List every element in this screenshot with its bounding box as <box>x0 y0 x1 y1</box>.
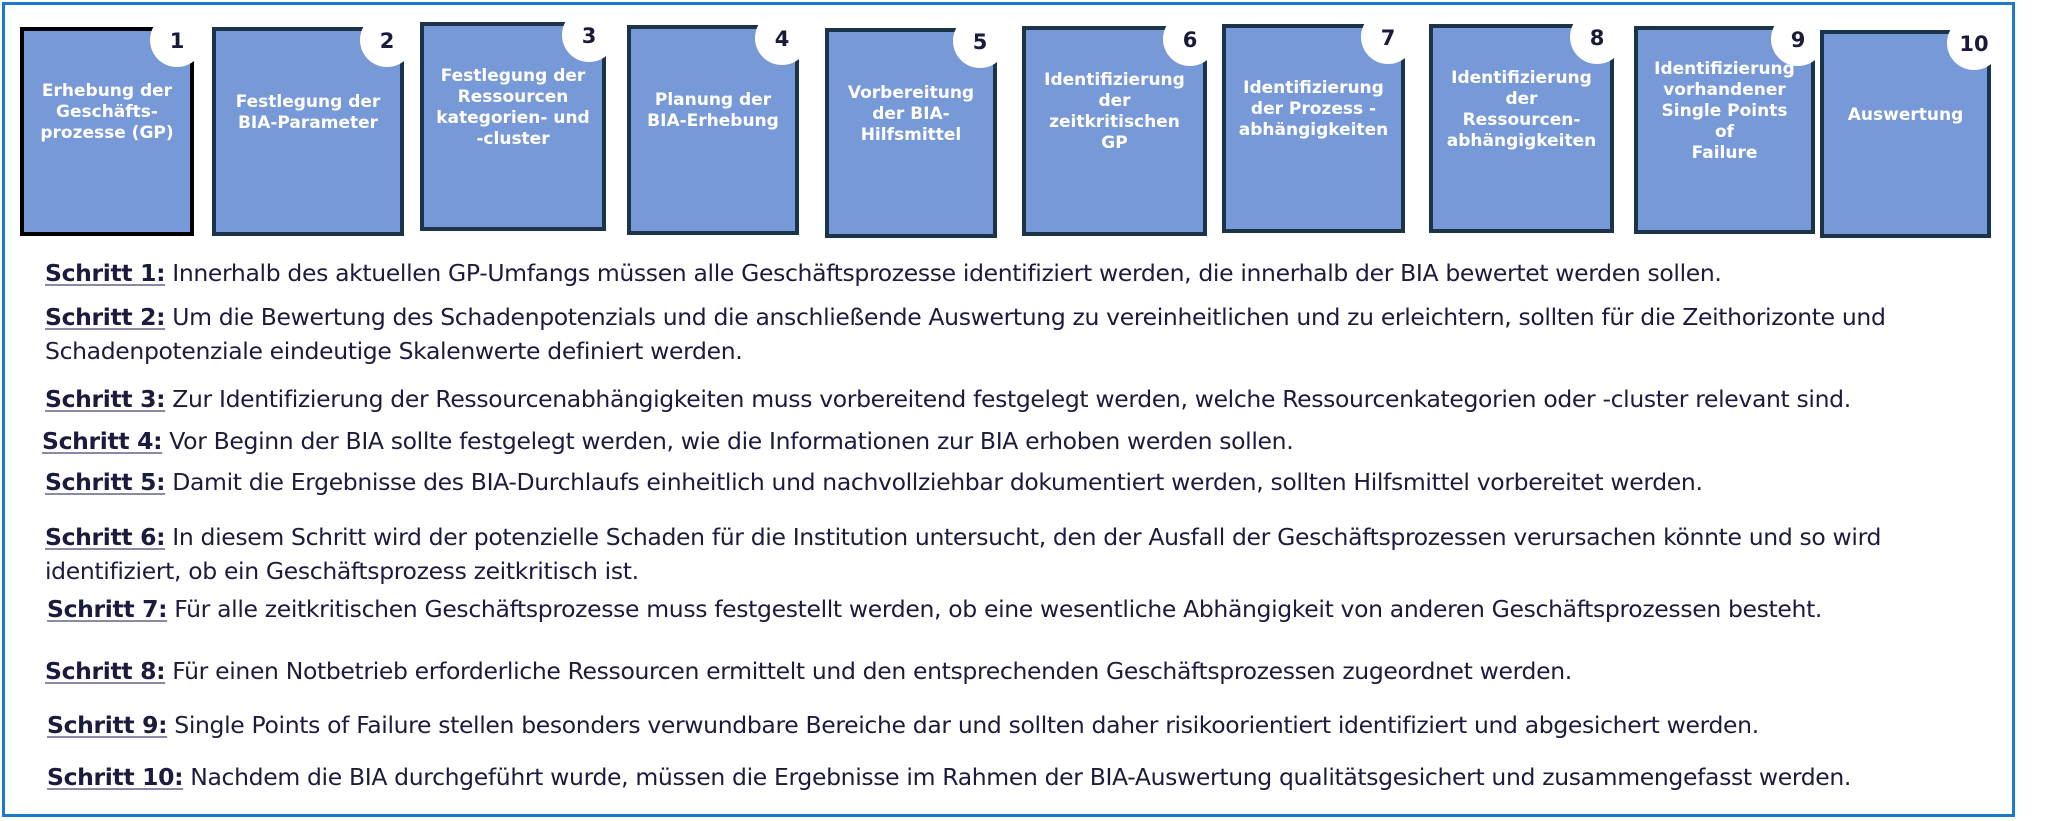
step-text: Um die Bewertung des Schadenpotenzials u… <box>165 303 1886 331</box>
step-text: Für einen Notbetrieb erforderliche Resso… <box>165 657 1572 685</box>
step-description-1: Schritt 1: Innerhalb des aktuellen GP-Um… <box>45 256 1722 290</box>
step-number-badge: 2 <box>360 13 414 67</box>
step-label: Schritt 3: <box>45 385 166 413</box>
step-text: In diesem Schritt wird der potenzielle S… <box>165 523 1882 551</box>
step-number-badge: 1 <box>150 13 204 67</box>
step-number-badge: 6 <box>1163 12 1217 66</box>
step-label: Schritt 7: <box>47 595 168 623</box>
step-text: Single Points of Failure stellen besonde… <box>167 711 1759 739</box>
step-title: Erhebung der Geschäfts- prozesse (GP) <box>40 81 174 143</box>
step-label: Schritt 5: <box>45 468 166 496</box>
step-description-5: Schritt 5: Damit die Ergebnisse des BIA-… <box>45 465 1703 499</box>
step-label: Schritt 8: <box>45 657 166 685</box>
step-box-6: 6 Identifizierung der zeitkritischen GP <box>1022 12 1217 236</box>
step-title: Planung der BIA-Erhebung <box>647 90 779 131</box>
step-box-4: 4 Planung der BIA-Erhebung <box>627 11 809 235</box>
step-box-7: 7 Identifizierung der Prozess - abhängig… <box>1222 10 1415 233</box>
step-title: Auswertung <box>1847 104 1964 125</box>
step-title: Festlegung der Ressourcen kategorien- un… <box>436 65 590 149</box>
step-text: Vor Beginn der BIA sollte festgelegt wer… <box>162 427 1294 455</box>
step-title: Identifizierung vorhandener Single Point… <box>1654 58 1795 163</box>
step-label: Schritt 6: <box>45 523 166 551</box>
step-label: Schritt 10: <box>47 763 184 791</box>
step-description-2: Schritt 2: Um die Bewertung des Schadenp… <box>45 300 1886 368</box>
step-box-5: 5 Vorbereitung der BIA- Hilfsmittel <box>825 14 1007 238</box>
step-description-3: Schritt 3: Zur Identifizierung der Resso… <box>45 382 1851 416</box>
step-title: Vorbereitung der BIA- Hilfsmittel <box>847 82 975 145</box>
step-number-badge: 9 <box>1771 12 1825 66</box>
step-box-10: 10 Auswertung <box>1820 16 2001 238</box>
step-number-badge: 3 <box>562 8 616 62</box>
step-label: Schritt 2: <box>45 303 166 331</box>
step-number-badge: 8 <box>1570 10 1624 64</box>
step-box-1: 1 Erhebung der Geschäfts- prozesse (GP) <box>20 13 204 236</box>
step-title: Identifizierung der Ressourcen- abhängig… <box>1446 67 1597 151</box>
step-number-badge: 10 <box>1947 16 2001 70</box>
step-text-continuation: Schadenpotenziale eindeutige Skalenwerte… <box>45 337 743 365</box>
step-text-continuation: identifiziert, ob ein Geschäftsprozess z… <box>45 557 639 585</box>
step-description-4: Schritt 4: Vor Beginn der BIA sollte fes… <box>42 424 1294 458</box>
step-box-3: 3 Festlegung der Ressourcen kategorien- … <box>420 8 616 231</box>
step-text: Zur Identifizierung der Ressourcenabhäng… <box>165 385 1851 413</box>
step-label: Schritt 1: <box>45 259 166 287</box>
step-number-badge: 5 <box>953 14 1007 68</box>
step-box-8: 8 Identifizierung der Ressourcen- abhäng… <box>1429 10 1624 233</box>
step-box-9: 9 Identifizierung vorhandener Single Poi… <box>1634 12 1825 234</box>
step-description-7: Schritt 7: Für alle zeitkritischen Gesch… <box>47 592 1822 626</box>
step-text: Für alle zeitkritischen Geschäftsprozess… <box>167 595 1823 623</box>
step-title: Festlegung der BIA-Parameter <box>235 91 381 133</box>
step-label: Schritt 4: <box>42 427 163 455</box>
step-text: Damit die Ergebnisse des BIA-Durchlaufs … <box>165 468 1703 496</box>
step-description-9: Schritt 9: Single Points of Failure stel… <box>47 708 1759 742</box>
step-title: Identifizierung der Prozess - abhängigke… <box>1238 78 1389 140</box>
step-description-6: Schritt 6: In diesem Schritt wird der po… <box>45 520 1881 588</box>
step-number-badge: 7 <box>1361 10 1415 64</box>
step-description-10: Schritt 10: Nachdem die BIA durchgeführt… <box>47 760 1851 794</box>
step-description-8: Schritt 8: Für einen Notbetrieb erforder… <box>45 654 1572 688</box>
step-title: Identifizierung der zeitkritischen GP <box>1044 70 1185 153</box>
step-text: Nachdem die BIA durchgeführt wurde, müss… <box>183 763 1852 791</box>
step-number-badge: 4 <box>755 11 809 65</box>
step-text: Innerhalb des aktuellen GP-Umfangs müsse… <box>165 259 1722 287</box>
step-box-2: 2 Festlegung der BIA-Parameter <box>212 13 414 236</box>
step-label: Schritt 9: <box>47 711 168 739</box>
